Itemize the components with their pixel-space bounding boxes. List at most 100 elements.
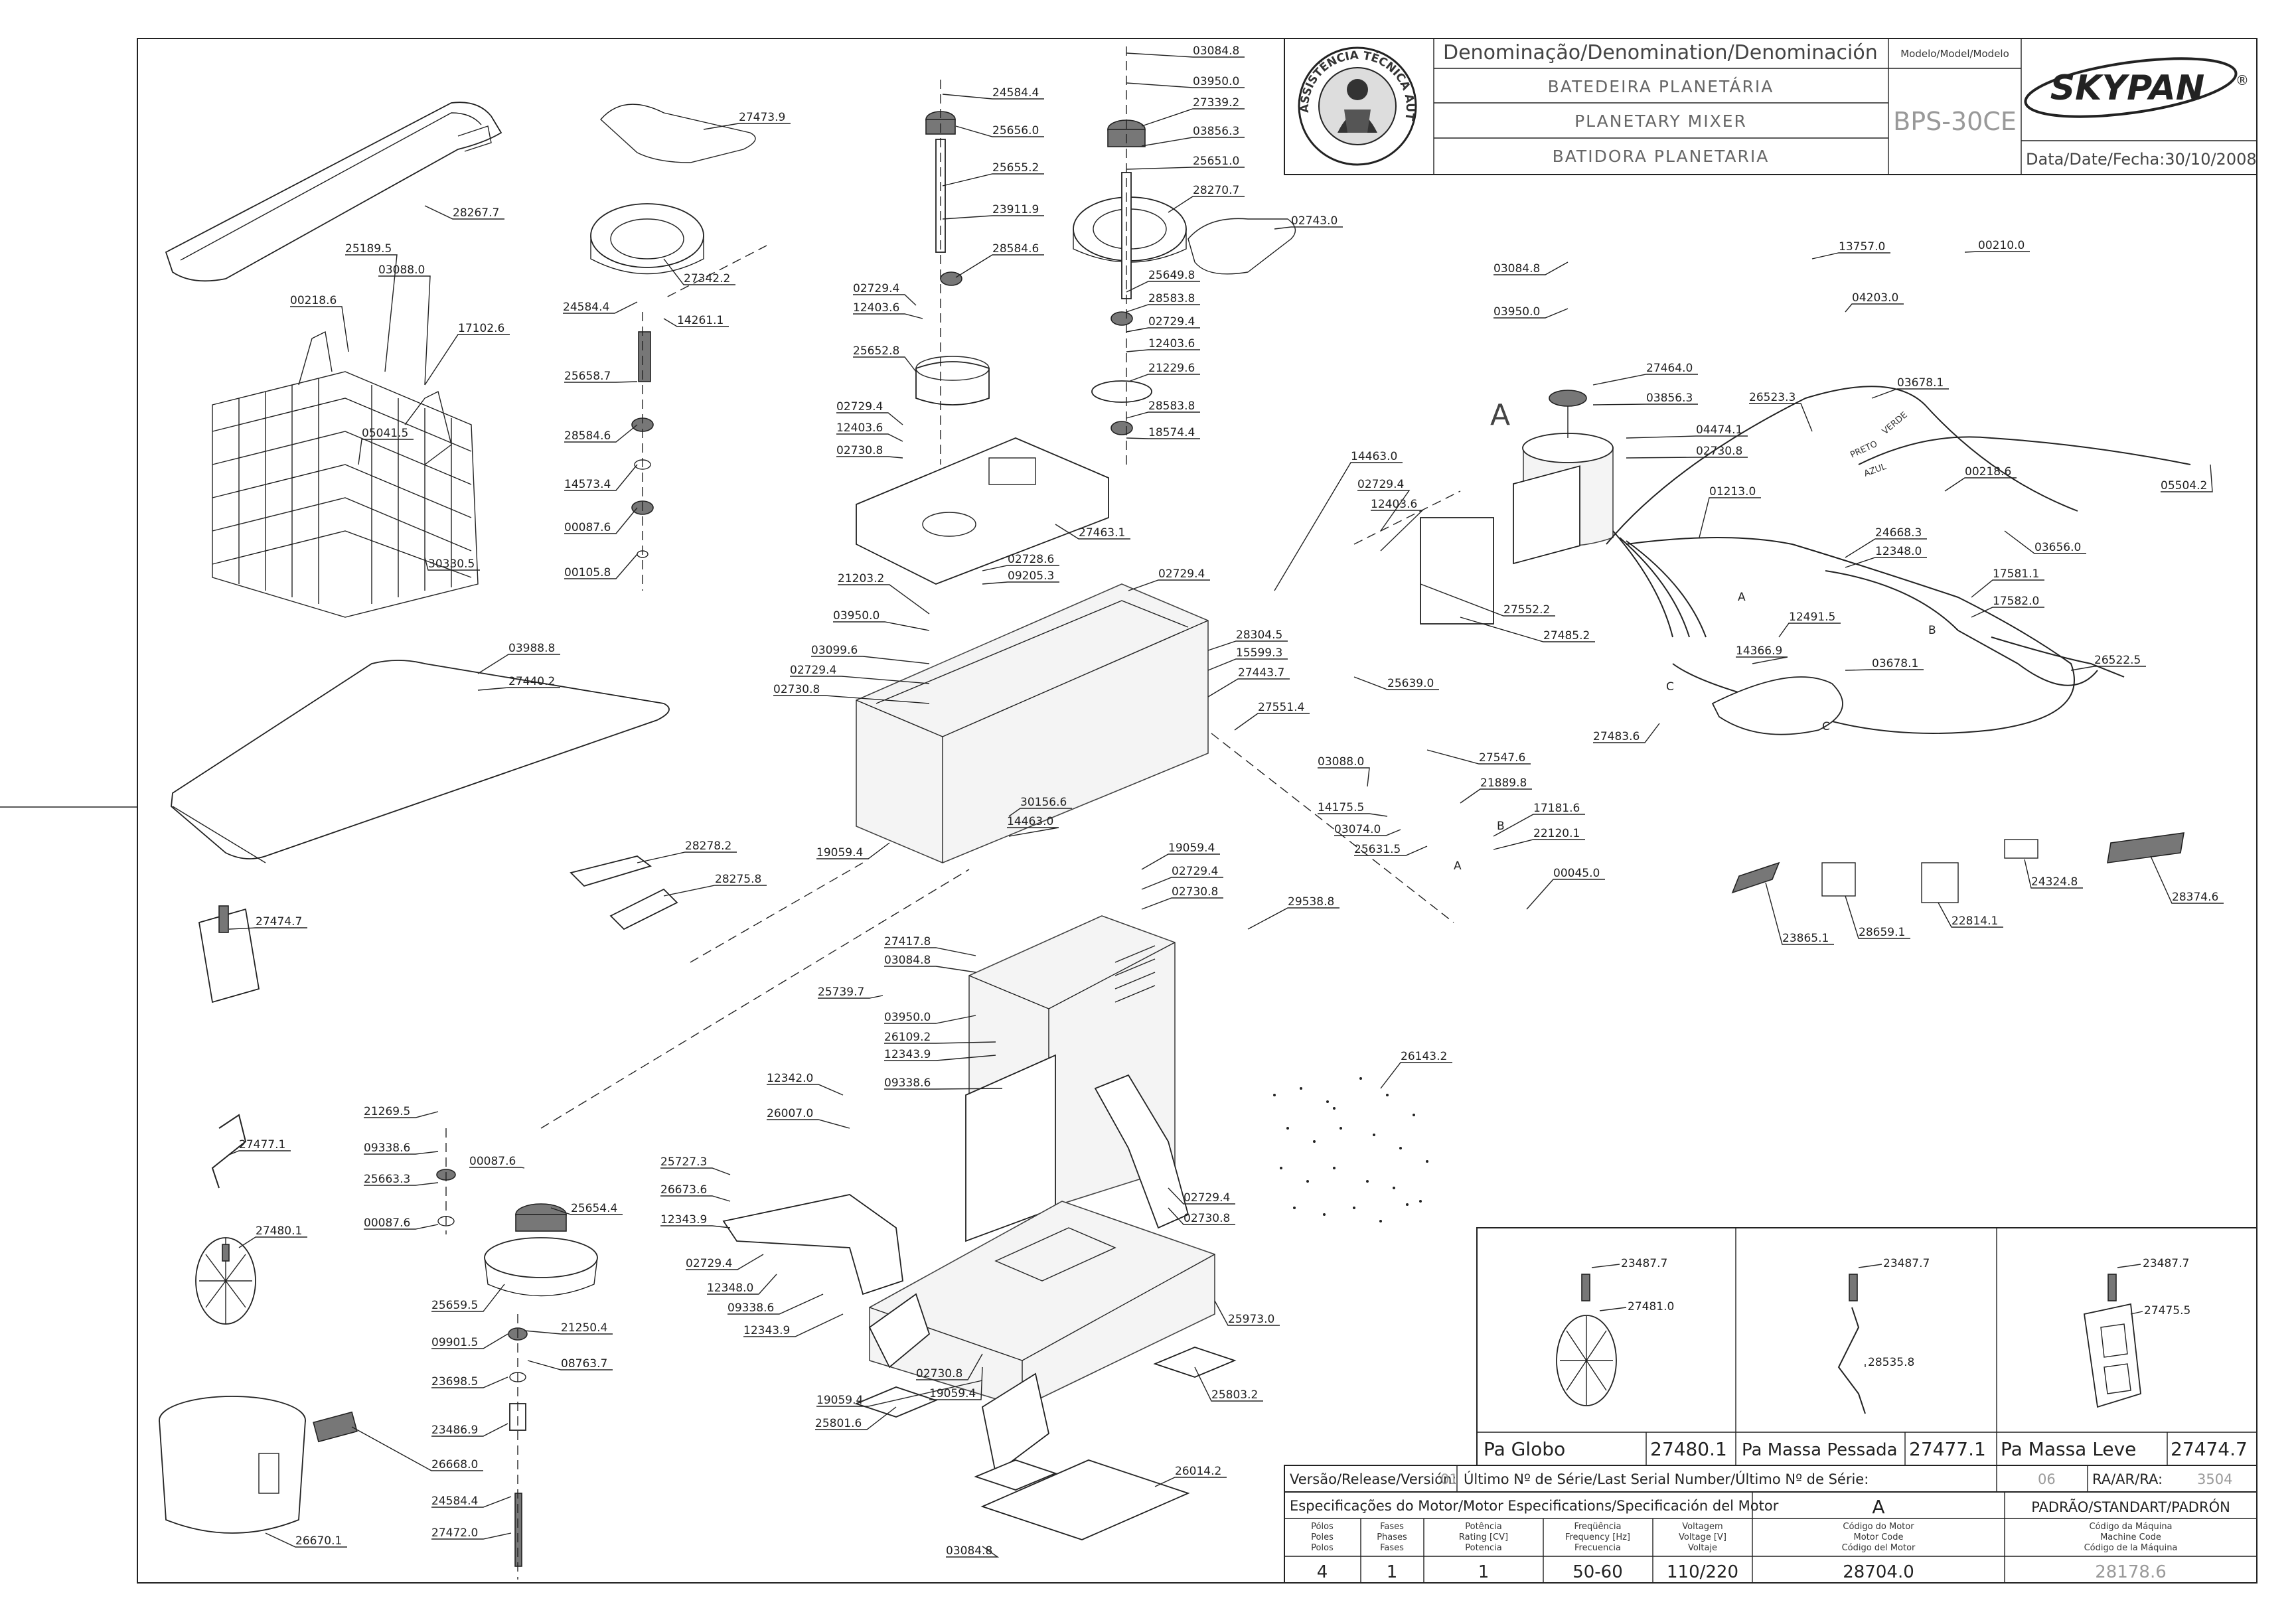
part-number-label: 25727.3 bbox=[660, 1155, 707, 1169]
leader-line bbox=[816, 1380, 983, 1407]
part-number-label: 13757.0 bbox=[1839, 240, 1885, 254]
leader-line bbox=[1207, 678, 1290, 698]
part-number-label: 03950.0 bbox=[833, 609, 880, 623]
part-number-label: 23486.9 bbox=[431, 1424, 478, 1437]
leader-line bbox=[743, 1313, 844, 1337]
leader-line bbox=[2024, 859, 2083, 889]
part-number-label: 03678.1 bbox=[1897, 376, 1944, 390]
pessada-part-top: 23487.7 bbox=[1883, 1257, 1930, 1270]
part-number-label: 26014.2 bbox=[1175, 1465, 1221, 1478]
leader-line bbox=[1141, 877, 1223, 890]
part-number-label: 25659.5 bbox=[431, 1299, 478, 1312]
part-number-label: 02730.8 bbox=[836, 444, 883, 457]
leader-line bbox=[424, 334, 510, 386]
part-number-label: 03084.8 bbox=[884, 954, 931, 967]
part-number-label: 14175.5 bbox=[1318, 801, 1364, 814]
leader-line bbox=[1334, 829, 1401, 836]
part-number-label: 03088.0 bbox=[378, 263, 425, 277]
leader-line bbox=[1126, 304, 1200, 313]
leader-line bbox=[833, 621, 930, 631]
leader-line bbox=[1426, 749, 1531, 765]
leader-line bbox=[1765, 882, 1834, 945]
globo-part-top: 23487.7 bbox=[1621, 1257, 1667, 1270]
part-number-label: 05041.5 bbox=[362, 427, 408, 440]
part-number-label: 23911.9 bbox=[992, 203, 1039, 216]
part-number-label: 25189.5 bbox=[345, 242, 392, 256]
leve-part-top: 23487.7 bbox=[2143, 1257, 2189, 1270]
leader-line bbox=[1845, 538, 1927, 558]
leader-line bbox=[527, 1360, 613, 1370]
leader-line bbox=[1592, 404, 1698, 406]
leve-code: 27474.7 bbox=[2171, 1438, 2248, 1460]
leader-line bbox=[564, 554, 638, 579]
bowl-26670 bbox=[159, 1396, 306, 1534]
leader-line bbox=[884, 1088, 1003, 1090]
part-number-label: 14463.0 bbox=[1007, 815, 1053, 828]
leader-line bbox=[238, 1236, 307, 1248]
part-number-label: 28583.8 bbox=[1148, 400, 1195, 413]
part-number-label: 02729.4 bbox=[686, 1257, 732, 1270]
globo-code: 27480.1 bbox=[1650, 1438, 1727, 1460]
leader-line bbox=[853, 313, 923, 319]
part-number-label: 25739.7 bbox=[818, 986, 864, 999]
voltage-value: 110/220 bbox=[1667, 1562, 1738, 1582]
leader-line bbox=[1493, 814, 1585, 837]
release-row: Versão/Release/Versión: 01 Último Nº de … bbox=[1284, 1465, 2258, 1493]
leader-line bbox=[1493, 308, 1569, 319]
leader-line bbox=[727, 1293, 824, 1315]
leader-line bbox=[358, 439, 414, 465]
leader-line bbox=[2070, 666, 2146, 671]
leader-line bbox=[982, 565, 1059, 571]
part-number-label: 27480.1 bbox=[256, 1224, 302, 1238]
leader-line bbox=[1699, 497, 1761, 538]
leader-line bbox=[1318, 767, 1370, 787]
leader-line bbox=[1354, 846, 1428, 856]
frequency-label-en: Frequency [Hz] bbox=[1565, 1532, 1630, 1542]
voltage-label-en: Voltage [V] bbox=[1679, 1532, 1726, 1542]
leader-line bbox=[1128, 579, 1210, 591]
part-number-label: 27472.0 bbox=[431, 1526, 478, 1540]
scatter-particles bbox=[1273, 1077, 1428, 1222]
part-number-label: 02729.4 bbox=[1172, 865, 1218, 878]
part-number-label: 12403.6 bbox=[1148, 337, 1195, 350]
leader-line bbox=[946, 1546, 1000, 1558]
part-number-label: 12342.0 bbox=[767, 1072, 813, 1085]
part-number-label: 03950.0 bbox=[1493, 305, 1540, 319]
leader-line bbox=[564, 507, 638, 534]
part-number-label: 26670.1 bbox=[295, 1534, 342, 1548]
leader-line bbox=[1128, 374, 1200, 382]
sheet-border bbox=[137, 38, 2258, 1584]
leader-line bbox=[431, 1532, 512, 1540]
leader-line bbox=[884, 1055, 996, 1061]
poles-label-en: Poles bbox=[1311, 1532, 1334, 1542]
leader-line bbox=[563, 301, 638, 314]
voltage-label-pt: Voltagem bbox=[1682, 1522, 1722, 1532]
frequency-label-es: Frecuencia bbox=[1574, 1543, 1621, 1553]
part-number-label: 12403.6 bbox=[853, 301, 899, 315]
part-number-label: 26007.0 bbox=[767, 1107, 813, 1120]
part-number-label: 25651.0 bbox=[1193, 155, 1239, 168]
part-number-label: 28584.6 bbox=[992, 242, 1039, 256]
leader-line bbox=[1126, 82, 1245, 88]
part-number-label: 03988.8 bbox=[508, 642, 555, 655]
leader-line bbox=[703, 123, 791, 130]
leader-line bbox=[942, 215, 1044, 220]
leader-line bbox=[811, 656, 930, 664]
accessory-panel: 23487.7 27481.0 Pa Globo 27480.1 23487.7… bbox=[1476, 1227, 2258, 1466]
leader-line bbox=[1460, 617, 1595, 642]
part-number-label: 22814.1 bbox=[1952, 915, 1998, 928]
part-number-label: 02729.4 bbox=[790, 664, 836, 677]
part-number-label: 00087.6 bbox=[364, 1217, 410, 1230]
part-number-label: 03656.0 bbox=[2034, 541, 2081, 554]
part-number-label: 25656.0 bbox=[992, 124, 1039, 137]
leader-line bbox=[431, 1376, 508, 1388]
leader-line bbox=[431, 1284, 505, 1312]
part-number-label: 03099.6 bbox=[811, 644, 858, 657]
leader-line bbox=[884, 947, 976, 956]
part-number-label: 21229.6 bbox=[1148, 362, 1195, 375]
leader-line bbox=[1493, 261, 1569, 275]
leader-line bbox=[431, 1423, 508, 1437]
part-number-label: 00210.0 bbox=[1978, 239, 2025, 252]
poles-label-pt: Pólos bbox=[1311, 1522, 1334, 1532]
part-number-label: 28275.8 bbox=[715, 873, 761, 886]
